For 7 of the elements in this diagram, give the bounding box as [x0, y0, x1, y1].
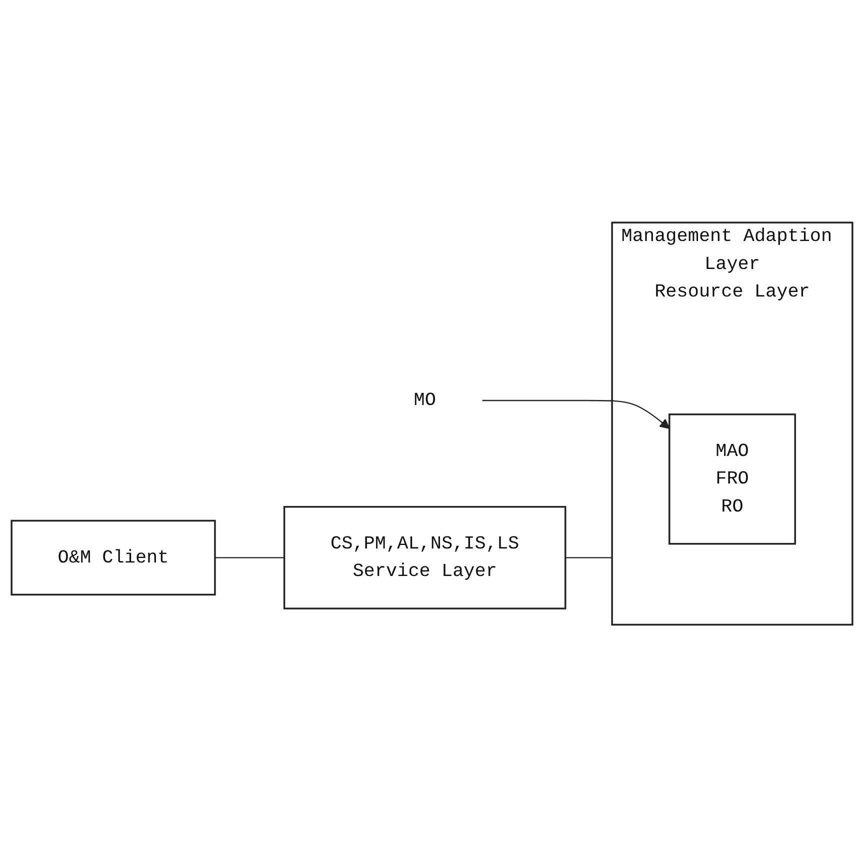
node-box: MAO FRO RO — [668, 413, 796, 545]
connector — [565, 556, 612, 558]
arrow — [482, 400, 670, 429]
node-text: MO — [414, 390, 436, 411]
node-box: CS,PM,AL,NS,IS,LS Service Layer — [283, 506, 566, 610]
connector — [214, 556, 284, 558]
node-box: O&M Client — [10, 520, 216, 596]
